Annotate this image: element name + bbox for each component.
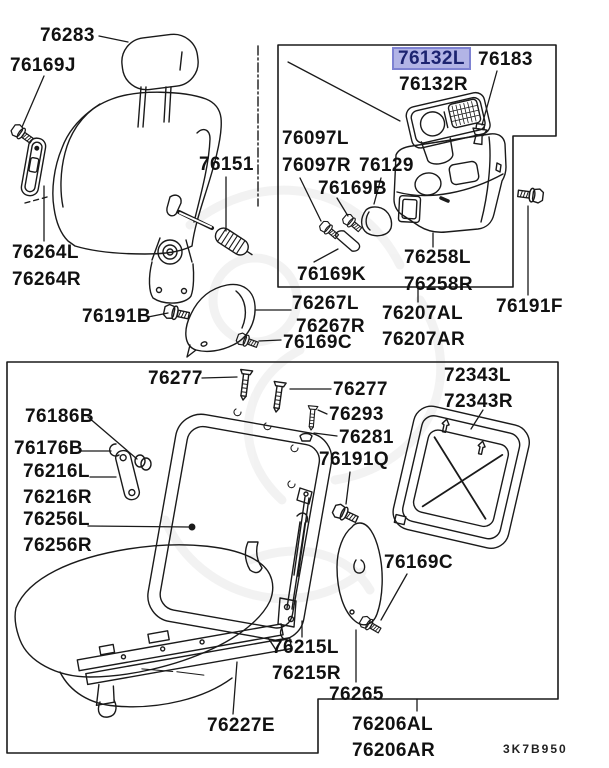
seatback-drawing <box>8 33 261 358</box>
part-label-76258R[interactable]: 76258R <box>404 274 473 295</box>
part-label-76129[interactable]: 76129 <box>359 155 414 176</box>
part-label-76169B[interactable]: 76169B <box>318 178 387 199</box>
part-label-76186B[interactable]: 76186B <box>25 406 94 427</box>
part-label-76256R[interactable]: 76256R <box>23 535 92 556</box>
lower-panel-drawing <box>6 361 559 754</box>
watermark <box>160 185 446 604</box>
part-label-76191Q[interactable]: 76191Q <box>319 449 390 470</box>
part-label-76183[interactable]: 76183 <box>478 49 533 70</box>
part-label-72343R[interactable]: 72343R <box>444 391 513 412</box>
part-label-76256L[interactable]: 76256L <box>23 509 90 530</box>
part-label-72343L[interactable]: 72343L <box>444 365 511 386</box>
part-label-76293[interactable]: 76293 <box>329 404 384 425</box>
part-label-76264R[interactable]: 76264R <box>12 269 81 290</box>
part-label-76283[interactable]: 76283 <box>40 25 95 46</box>
part-label-76267L[interactable]: 76267L <box>292 293 359 314</box>
part-label-76191F[interactable]: 76191F <box>496 296 563 317</box>
part-label-76227E[interactable]: 76227E <box>207 715 275 736</box>
part-label-76216L[interactable]: 76216L <box>23 461 90 482</box>
part-label-76132L-highlighted[interactable]: 76132L <box>392 47 471 70</box>
part-label-76207AR[interactable]: 76207AR <box>382 329 466 350</box>
part-label-76216R[interactable]: 76216R <box>23 487 92 508</box>
part-label-76277-right[interactable]: 76277 <box>333 379 388 400</box>
part-label-76264L[interactable]: 76264L <box>12 242 79 263</box>
part-label-76191B[interactable]: 76191B <box>82 306 151 327</box>
part-label-76207AL[interactable]: 76207AL <box>382 303 463 324</box>
part-label-76169C-top[interactable]: 76169C <box>283 332 352 353</box>
part-label-76132R[interactable]: 76132R <box>399 74 468 95</box>
part-label-76169K[interactable]: 76169K <box>297 264 366 285</box>
part-label-76097L[interactable]: 76097L <box>282 128 349 149</box>
part-label-76206AR[interactable]: 76206AR <box>352 740 436 761</box>
part-label-76258L[interactable]: 76258L <box>404 247 471 268</box>
part-label-76215R[interactable]: 76215R <box>272 663 341 684</box>
part-label-76151[interactable]: 76151 <box>199 154 254 175</box>
part-label-76169C-bottom[interactable]: 76169C <box>384 552 453 573</box>
diagram-code: 3K7B950 <box>503 742 568 756</box>
part-label-76267R[interactable]: 76267R <box>296 316 365 337</box>
part-label-76176B[interactable]: 76176B <box>14 438 83 459</box>
leader-lines <box>21 35 529 715</box>
part-label-76169J[interactable]: 76169J <box>10 55 76 76</box>
part-label-76277-left[interactable]: 76277 <box>148 368 203 389</box>
part-label-76215L[interactable]: 76215L <box>272 637 339 658</box>
part-label-76265[interactable]: 76265 <box>329 684 384 705</box>
part-label-76206AL[interactable]: 76206AL <box>352 714 433 735</box>
armrest-box-drawing <box>257 44 557 288</box>
part-label-76097R[interactable]: 76097R <box>282 155 351 176</box>
part-label-76281[interactable]: 76281 <box>339 427 394 448</box>
